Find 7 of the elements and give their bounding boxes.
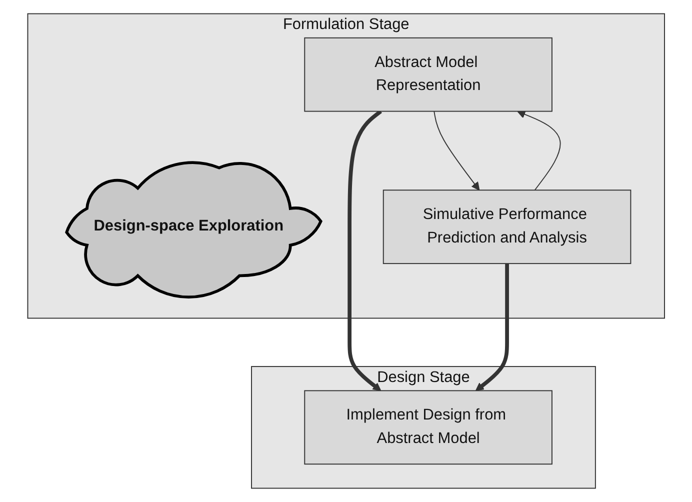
arrow — [434, 110, 480, 191]
node-box: Abstract Model Representation — [304, 37, 552, 112]
arrow — [348, 110, 382, 392]
node-box: Simulative Performance Prediction and Analysis — [382, 190, 632, 264]
arrow — [516, 110, 561, 191]
node-box: Implement Design from Abstract Model — [304, 390, 552, 465]
arrow — [475, 264, 509, 392]
